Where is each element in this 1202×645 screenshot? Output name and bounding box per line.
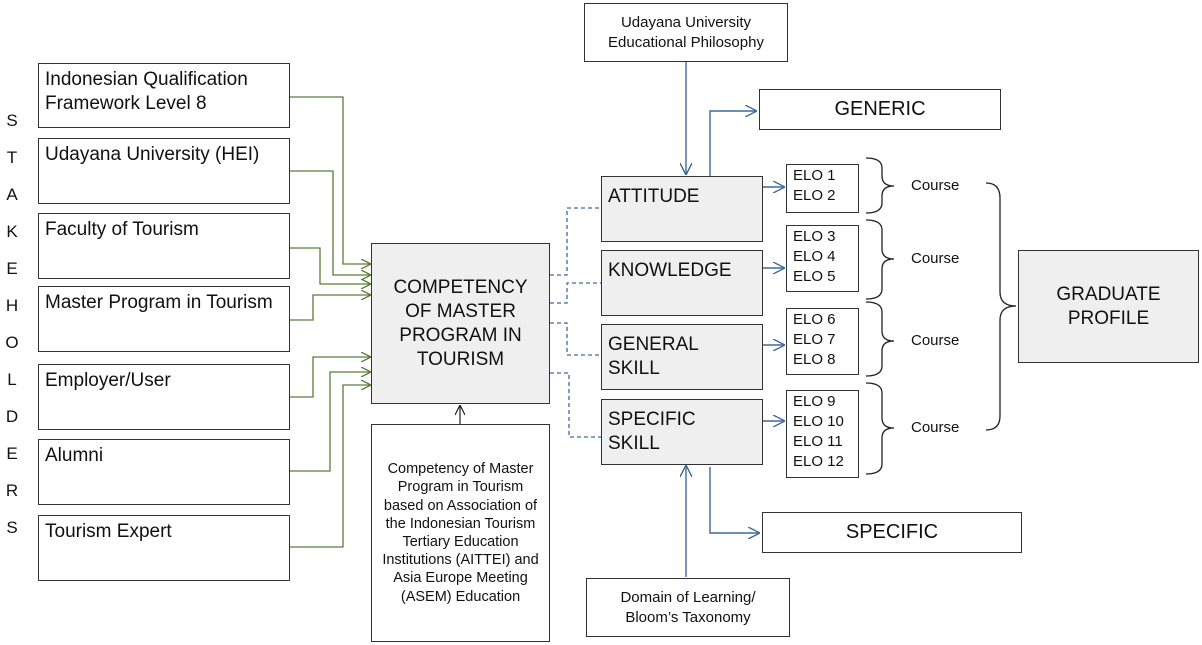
bloom-taxonomy-box: Domain of Learning/ Bloom’s Taxonomy — [586, 578, 790, 637]
elo-braces — [865, 157, 895, 475]
elo-item: ELO 11 — [793, 433, 843, 450]
elo-item: ELO 1 — [793, 167, 836, 184]
stakeholder-alumni: Alumni — [38, 439, 290, 505]
stakeholder-iqf-level8: Indonesian Qualification Framework Level… — [38, 63, 290, 128]
specific-label: SPECIFIC — [845, 521, 939, 543]
elo-group-attitude: ELO 1 ELO 2 — [786, 164, 859, 213]
stakeholder-letter: D — [5, 407, 19, 426]
competency-basis-label: Competency of Master Program in Tourism … — [382, 461, 539, 605]
stakeholder-letter: S — [6, 111, 18, 130]
stakeholder-letter: H — [5, 296, 19, 315]
stakeholder-udayana-university: Udayana University (HEI) — [38, 138, 290, 204]
elo-item: ELO 2 — [793, 187, 836, 204]
course-label: Course — [911, 177, 960, 194]
stakeholder-letter: O — [5, 333, 19, 352]
graduate-profile-box: GRADUATE PROFILE — [1018, 250, 1199, 363]
stakeholder-letter: L — [7, 370, 17, 389]
philosophy-label: Udayana University Educational Philosoph… — [608, 13, 764, 51]
course-label: Course — [911, 419, 960, 436]
domain-specific-skill: SPECIFIC SKILL — [601, 399, 763, 465]
elo-item: ELO 10 — [793, 413, 844, 430]
elo-item: ELO 8 — [793, 351, 836, 368]
elo-item: ELO 4 — [793, 248, 836, 265]
stakeholder-master-program: Master Program in Tourism — [38, 286, 290, 352]
stakeholder-letter: T — [6, 148, 18, 167]
domain-knowledge: KNOWLEDGE — [601, 250, 763, 316]
stakeholder-tourism-expert: Tourism Expert — [38, 515, 290, 581]
domain-attitude: ATTITUDE — [601, 176, 763, 242]
domain-general-skill: GENERAL SKILL — [601, 324, 763, 390]
competency-basis-box: Competency of Master Program in Tourism … — [371, 424, 550, 642]
dashed-links — [550, 207, 601, 438]
graduate-profile-label: GRADUATE PROFILE — [1056, 283, 1161, 329]
elo-group-specific-skill: ELO 9 ELO 10 ELO 11 ELO 12 — [786, 390, 859, 478]
elo-item: ELO 12 — [793, 453, 844, 470]
course-brace — [985, 182, 1017, 431]
elo-group-general-skill: ELO 6 ELO 7 ELO 8 — [786, 308, 859, 375]
generic-label: GENERIC — [834, 98, 926, 120]
stakeholder-arrows — [290, 96, 370, 548]
competency-label: COMPETENCY OF MASTER PROGRAM IN TOURISM — [393, 276, 528, 370]
stakeholder-letter: E — [6, 259, 18, 278]
bloom-taxonomy-label: Domain of Learning/ Bloom’s Taxonomy — [620, 588, 756, 626]
elo-item: ELO 7 — [793, 331, 836, 348]
philosophy-box: Udayana University Educational Philosoph… — [584, 3, 788, 62]
elo-item: ELO 9 — [793, 393, 836, 410]
elo-item: ELO 6 — [793, 311, 836, 328]
course-label: Course — [911, 250, 960, 267]
elo-item: ELO 3 — [793, 228, 836, 245]
stakeholder-letter: K — [6, 222, 18, 241]
stakeholder-employer-user: Employer/User — [38, 364, 290, 430]
elo-item: ELO 5 — [793, 268, 836, 285]
stakeholder-faculty-of-tourism: Faculty of Tourism — [38, 213, 290, 279]
specific-box: SPECIFIC — [762, 512, 1022, 553]
stakeholder-letter: R — [5, 481, 19, 500]
generic-box: GENERIC — [759, 89, 1001, 130]
course-label: Course — [911, 332, 960, 349]
competency-box: COMPETENCY OF MASTER PROGRAM IN TOURISM — [371, 243, 550, 404]
stakeholder-letter: E — [6, 444, 18, 463]
elo-group-knowledge: ELO 3 ELO 4 ELO 5 — [786, 225, 859, 292]
stakeholder-letter: S — [6, 518, 18, 537]
flow-arrows — [686, 62, 784, 577]
stakeholder-letter: A — [6, 185, 18, 204]
